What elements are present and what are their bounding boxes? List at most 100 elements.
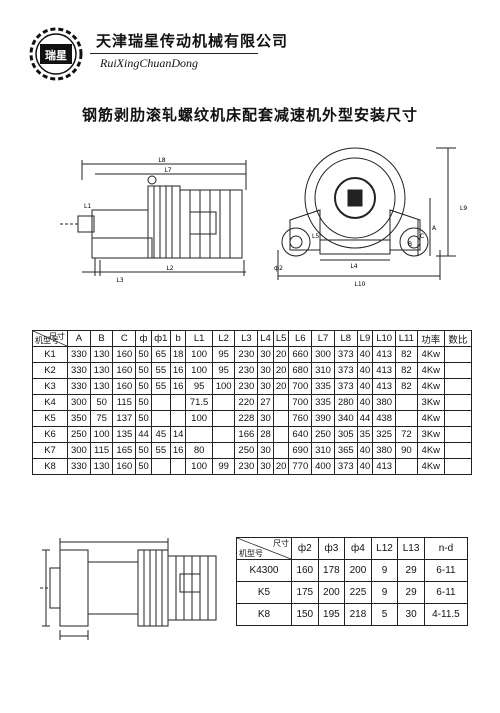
model-cell: K4300 <box>236 559 292 582</box>
table-cell: 700 <box>288 394 313 411</box>
table-cell <box>150 410 171 427</box>
table-cell: 40 <box>356 362 374 379</box>
table-cell <box>394 410 418 427</box>
column-header: L9 <box>356 330 374 347</box>
column-header: L11 <box>394 330 418 347</box>
table-cell: 250 <box>234 442 259 459</box>
table-cell: 660 <box>288 346 313 363</box>
table-cell <box>443 346 473 363</box>
table-cell: 166 <box>234 426 259 443</box>
table-cell: 228 <box>234 410 259 427</box>
column-header: ф2 <box>291 537 319 560</box>
logo-text: 瑞星 <box>45 48 67 62</box>
table-cell: 95 <box>211 346 236 363</box>
table-cell <box>443 442 473 459</box>
corner-header-cell: 尺寸 机型号 <box>236 537 292 560</box>
corner-label-dimension: 尺寸 <box>273 539 289 548</box>
column-header: C <box>112 330 137 347</box>
table-cell: 310 <box>311 442 335 459</box>
table-cell: 760 <box>288 410 313 427</box>
table-cell: 30 <box>257 442 274 459</box>
table-cell: 438 <box>372 410 396 427</box>
table-cell: 20 <box>272 378 290 395</box>
table-cell: 365 <box>333 442 358 459</box>
table-cell: 413 <box>372 458 396 475</box>
table-cell: 14 <box>169 426 187 443</box>
corner-label-model: 机型号 <box>35 336 59 345</box>
column-header: L10 <box>372 330 396 347</box>
table-cell: 50 <box>135 346 152 363</box>
column-header: B <box>89 330 114 347</box>
table-cell: 230 <box>234 378 259 395</box>
table-cell: 50 <box>135 410 152 427</box>
table-cell: 305 <box>333 426 358 443</box>
table-cell: 30 <box>257 378 274 395</box>
table-cell: 72 <box>394 426 418 443</box>
table-cell: 40 <box>356 394 374 411</box>
header-rule <box>90 53 258 54</box>
table-cell: 50 <box>135 458 152 475</box>
table-cell: 40 <box>356 378 374 395</box>
table-cell: 130 <box>89 378 114 395</box>
table-cell <box>150 394 171 411</box>
table-cell: 335 <box>311 378 335 395</box>
dim-label-l7: L7 <box>164 167 171 174</box>
model-cell: K8 <box>236 603 292 626</box>
dim-label-phi2: ф2 <box>274 265 283 272</box>
table-cell: 50 <box>135 378 152 395</box>
model-cell: K1 <box>32 346 68 363</box>
table-cell: 135 <box>112 426 137 443</box>
table-cell: 82 <box>394 362 418 379</box>
table-cell: 95 <box>211 362 236 379</box>
table-cell: 6-11 <box>423 581 469 604</box>
dim-label-a: A <box>432 225 437 232</box>
model-cell: K7 <box>32 442 68 459</box>
column-header: L6 <box>288 330 313 347</box>
table-cell: 160 <box>291 559 319 582</box>
dim-label-l4: L4 <box>350 263 357 270</box>
table-cell <box>272 410 290 427</box>
corner-label-model: 机型号 <box>239 549 263 558</box>
side-view-drawing: L8 L7 L1 L2 L3 <box>60 157 247 284</box>
table-cell: 165 <box>112 442 137 459</box>
dim-label-l2: L2 <box>166 265 173 272</box>
table-cell: 16 <box>169 362 187 379</box>
company-name-cn: 天津瑞星传动机械有限公司 <box>96 32 289 50</box>
table-cell: 75 <box>89 410 114 427</box>
column-header: n-d <box>423 537 469 560</box>
table-cell: 95 <box>185 378 213 395</box>
gear-icon <box>29 27 83 81</box>
table-cell: 4Kw <box>416 362 445 379</box>
table-cell: 200 <box>317 581 346 604</box>
table-cell: 20 <box>272 346 290 363</box>
table-cell: 640 <box>288 426 313 443</box>
table-cell: 160 <box>112 458 137 475</box>
table-cell: 115 <box>89 442 114 459</box>
model-cell: K8 <box>32 458 68 475</box>
column-header: ф3 <box>317 537 346 560</box>
table-cell: 65 <box>150 346 171 363</box>
table-cell <box>394 458 418 475</box>
table-cell: 160 <box>112 362 137 379</box>
table-cell: 130 <box>89 362 114 379</box>
column-header: L7 <box>311 330 335 347</box>
header: 瑞星 天津瑞星传动机械有限公司 RuiXingChuanDong <box>28 26 468 86</box>
table-cell: 218 <box>344 603 372 626</box>
table-cell: 44 <box>356 410 374 427</box>
table-cell: 413 <box>372 346 396 363</box>
column-header: ф <box>135 330 152 347</box>
table-cell <box>443 410 473 427</box>
column-header: L8 <box>333 330 358 347</box>
model-cell: K5 <box>236 581 292 604</box>
table-cell: 280 <box>333 394 358 411</box>
table-cell: 325 <box>372 426 396 443</box>
table-cell: 30 <box>257 458 274 475</box>
model-cell: K3 <box>32 378 68 395</box>
dimension-table-1: 尺寸 机型号 A B C ф ф1 b L1 L2 L3 L4 L5 L6 L7… <box>32 330 473 475</box>
table-cell: 230 <box>234 362 259 379</box>
table-cell: 29 <box>397 581 425 604</box>
table-cell: 4-11.5 <box>423 603 469 626</box>
table-cell <box>272 394 290 411</box>
